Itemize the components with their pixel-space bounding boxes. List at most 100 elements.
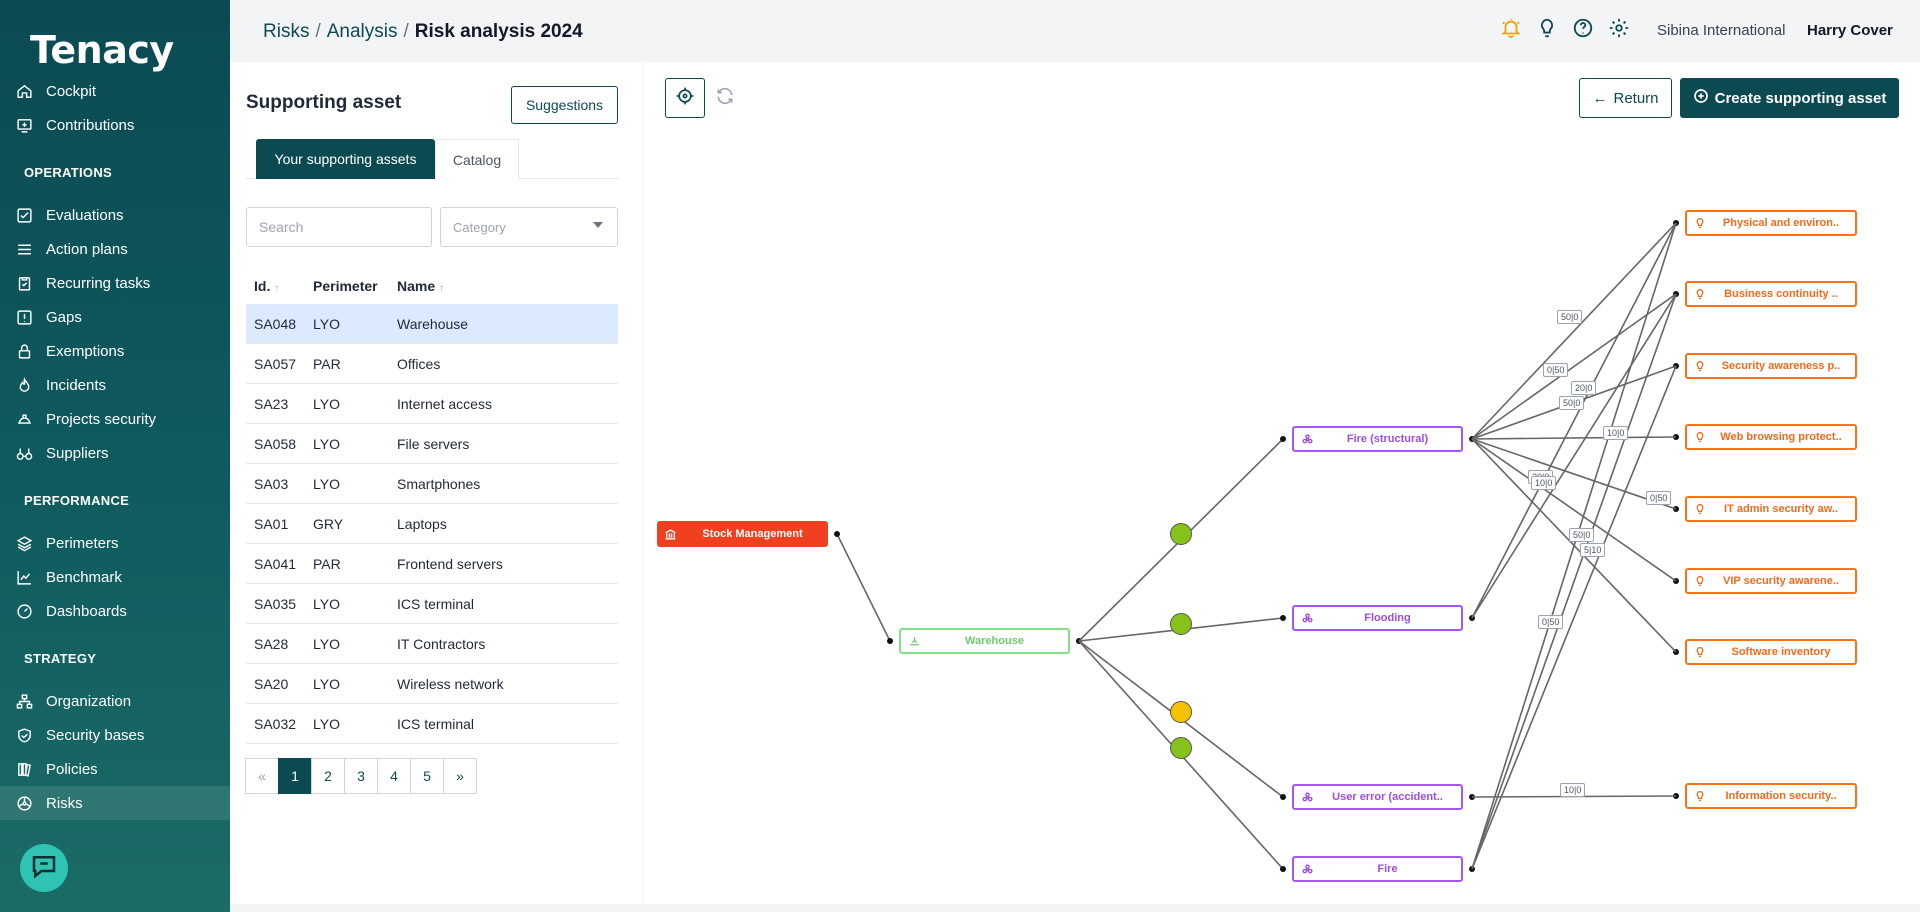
- biohazard-icon: [1294, 433, 1320, 446]
- measure-label: Information security..: [1725, 790, 1837, 802]
- pagination-page-1[interactable]: 1: [278, 758, 312, 794]
- process-node[interactable]: Stock Management: [657, 521, 828, 547]
- sidebar-item-incidents[interactable]: Incidents: [0, 368, 230, 402]
- crosshair-icon: [675, 86, 695, 111]
- cell-id: SA041: [254, 556, 297, 572]
- refresh-icon: [715, 86, 735, 111]
- breadcrumb-risks[interactable]: Risks: [263, 21, 310, 42]
- cell-id: SA28: [254, 636, 289, 652]
- edge-endpoint: [1280, 866, 1286, 872]
- create-supporting-asset-button[interactable]: Create supporting asset: [1680, 78, 1899, 118]
- column-name[interactable]: Name ↑: [397, 278, 445, 294]
- chat-support-button[interactable]: [20, 844, 68, 892]
- pagination-prev[interactable]: «: [245, 758, 279, 794]
- threat-node[interactable]: Fire (structural): [1292, 426, 1463, 452]
- risk-level-dot[interactable]: [1170, 523, 1192, 545]
- cell-id: SA23: [254, 396, 289, 412]
- center-view-button[interactable]: [665, 78, 705, 118]
- cell-name: Frontend servers: [397, 556, 503, 572]
- binoculars-icon: [14, 443, 34, 463]
- table-header: Id. ↑ Perimeter Name ↑: [246, 266, 618, 306]
- sidebar-item-evaluations[interactable]: Evaluations: [0, 198, 230, 232]
- sidebar-item-dashboards[interactable]: Dashboards: [0, 594, 230, 628]
- help-icon[interactable]: [1572, 17, 1594, 39]
- breadcrumb-analysis[interactable]: Analysis: [326, 21, 398, 42]
- measure-node[interactable]: Web browsing protect..: [1685, 424, 1857, 450]
- measure-node[interactable]: Security awareness p..: [1685, 353, 1857, 379]
- helmet-icon: [14, 409, 34, 429]
- sidebar-item-suppliers[interactable]: Suppliers: [0, 436, 230, 470]
- section-strategy: STRATEGY: [24, 651, 97, 666]
- sidebar-item-security-bases[interactable]: Security bases: [0, 718, 230, 752]
- graph-edge: [1471, 438, 1677, 582]
- category-select[interactable]: Category: [440, 207, 618, 247]
- measure-node[interactable]: Software inventory: [1685, 639, 1857, 665]
- pagination-page-4[interactable]: 4: [377, 758, 411, 794]
- threat-node[interactable]: Flooding: [1292, 605, 1463, 631]
- sidebar-item-policies[interactable]: Policies: [0, 752, 230, 786]
- lightbulb-icon[interactable]: [1536, 17, 1558, 39]
- risk-level-dot[interactable]: [1170, 701, 1192, 723]
- measure-node[interactable]: VIP security awarene..: [1685, 568, 1857, 594]
- cell-perimeter: LYO: [313, 596, 340, 612]
- risk-level-dot[interactable]: [1170, 613, 1192, 635]
- sidebar-item-projects-security[interactable]: Projects security: [0, 402, 230, 436]
- return-button[interactable]: ← Return: [1579, 78, 1672, 118]
- suggestions-button[interactable]: Suggestions: [511, 86, 618, 124]
- pagination-next[interactable]: »: [443, 758, 477, 794]
- chat-icon: [29, 851, 59, 886]
- sidebar: Tenacy Cockpit Contributions OPERATIONS …: [0, 0, 230, 912]
- tab-catalog[interactable]: Catalog: [435, 139, 519, 179]
- column-id[interactable]: Id. ↑: [254, 278, 280, 294]
- user-name[interactable]: Harry Cover: [1807, 22, 1893, 39]
- threat-node[interactable]: User error (accident..: [1292, 784, 1463, 810]
- measure-node[interactable]: Business continuity ..: [1685, 281, 1857, 307]
- sort-arrow-icon: ↑: [274, 283, 280, 294]
- sidebar-item-action-plans[interactable]: Action plans: [0, 232, 230, 266]
- measure-node[interactable]: Physical and environ..: [1685, 210, 1857, 236]
- measure-node[interactable]: Information security..: [1685, 783, 1857, 809]
- chart-line-icon: [14, 567, 34, 587]
- gear-icon[interactable]: [1608, 17, 1630, 39]
- graph-edge: [1471, 293, 1677, 870]
- organization-name[interactable]: Sibina International: [1657, 22, 1786, 39]
- sidebar-item-exemptions[interactable]: Exemptions: [0, 334, 230, 368]
- sidebar-item-cockpit[interactable]: Cockpit: [0, 74, 230, 108]
- pagination-page-5[interactable]: 5: [410, 758, 444, 794]
- sidebar-item-benchmark[interactable]: Benchmark: [0, 560, 230, 594]
- edge-weight-label: 0|50: [1538, 615, 1564, 629]
- cell-id: SA01: [254, 516, 289, 532]
- sidebar-item-gaps[interactable]: Gaps: [0, 300, 230, 334]
- pagination-page-2[interactable]: 2: [311, 758, 345, 794]
- tab-your-supporting-assets[interactable]: Your supporting assets: [256, 139, 435, 179]
- sidebar-item-organization[interactable]: Organization: [0, 684, 230, 718]
- shield-check-icon: [14, 725, 34, 745]
- threat-node[interactable]: Fire: [1292, 856, 1463, 882]
- chevron-down-icon: [593, 222, 603, 228]
- refresh-button[interactable]: [705, 78, 745, 118]
- sidebar-item-recurring-tasks[interactable]: Recurring tasks: [0, 266, 230, 300]
- edge-weight-label: 50|0: [1569, 528, 1595, 542]
- bell-icon[interactable]: [1500, 17, 1522, 39]
- lightbulb-icon: [1687, 431, 1713, 443]
- measure-node[interactable]: IT admin security aw..: [1685, 496, 1857, 522]
- pagination-page-3[interactable]: 3: [344, 758, 378, 794]
- sidebar-item-perimeters[interactable]: Perimeters: [0, 526, 230, 560]
- sidebar-item-contributions[interactable]: Contributions: [0, 108, 230, 142]
- sidebar-item-risks[interactable]: Risks: [0, 786, 230, 820]
- search-input[interactable]: Search: [246, 207, 432, 247]
- risk-level-dot[interactable]: [1170, 737, 1192, 759]
- clipboard-icon: [14, 273, 34, 293]
- asset-node[interactable]: Warehouse: [899, 628, 1070, 654]
